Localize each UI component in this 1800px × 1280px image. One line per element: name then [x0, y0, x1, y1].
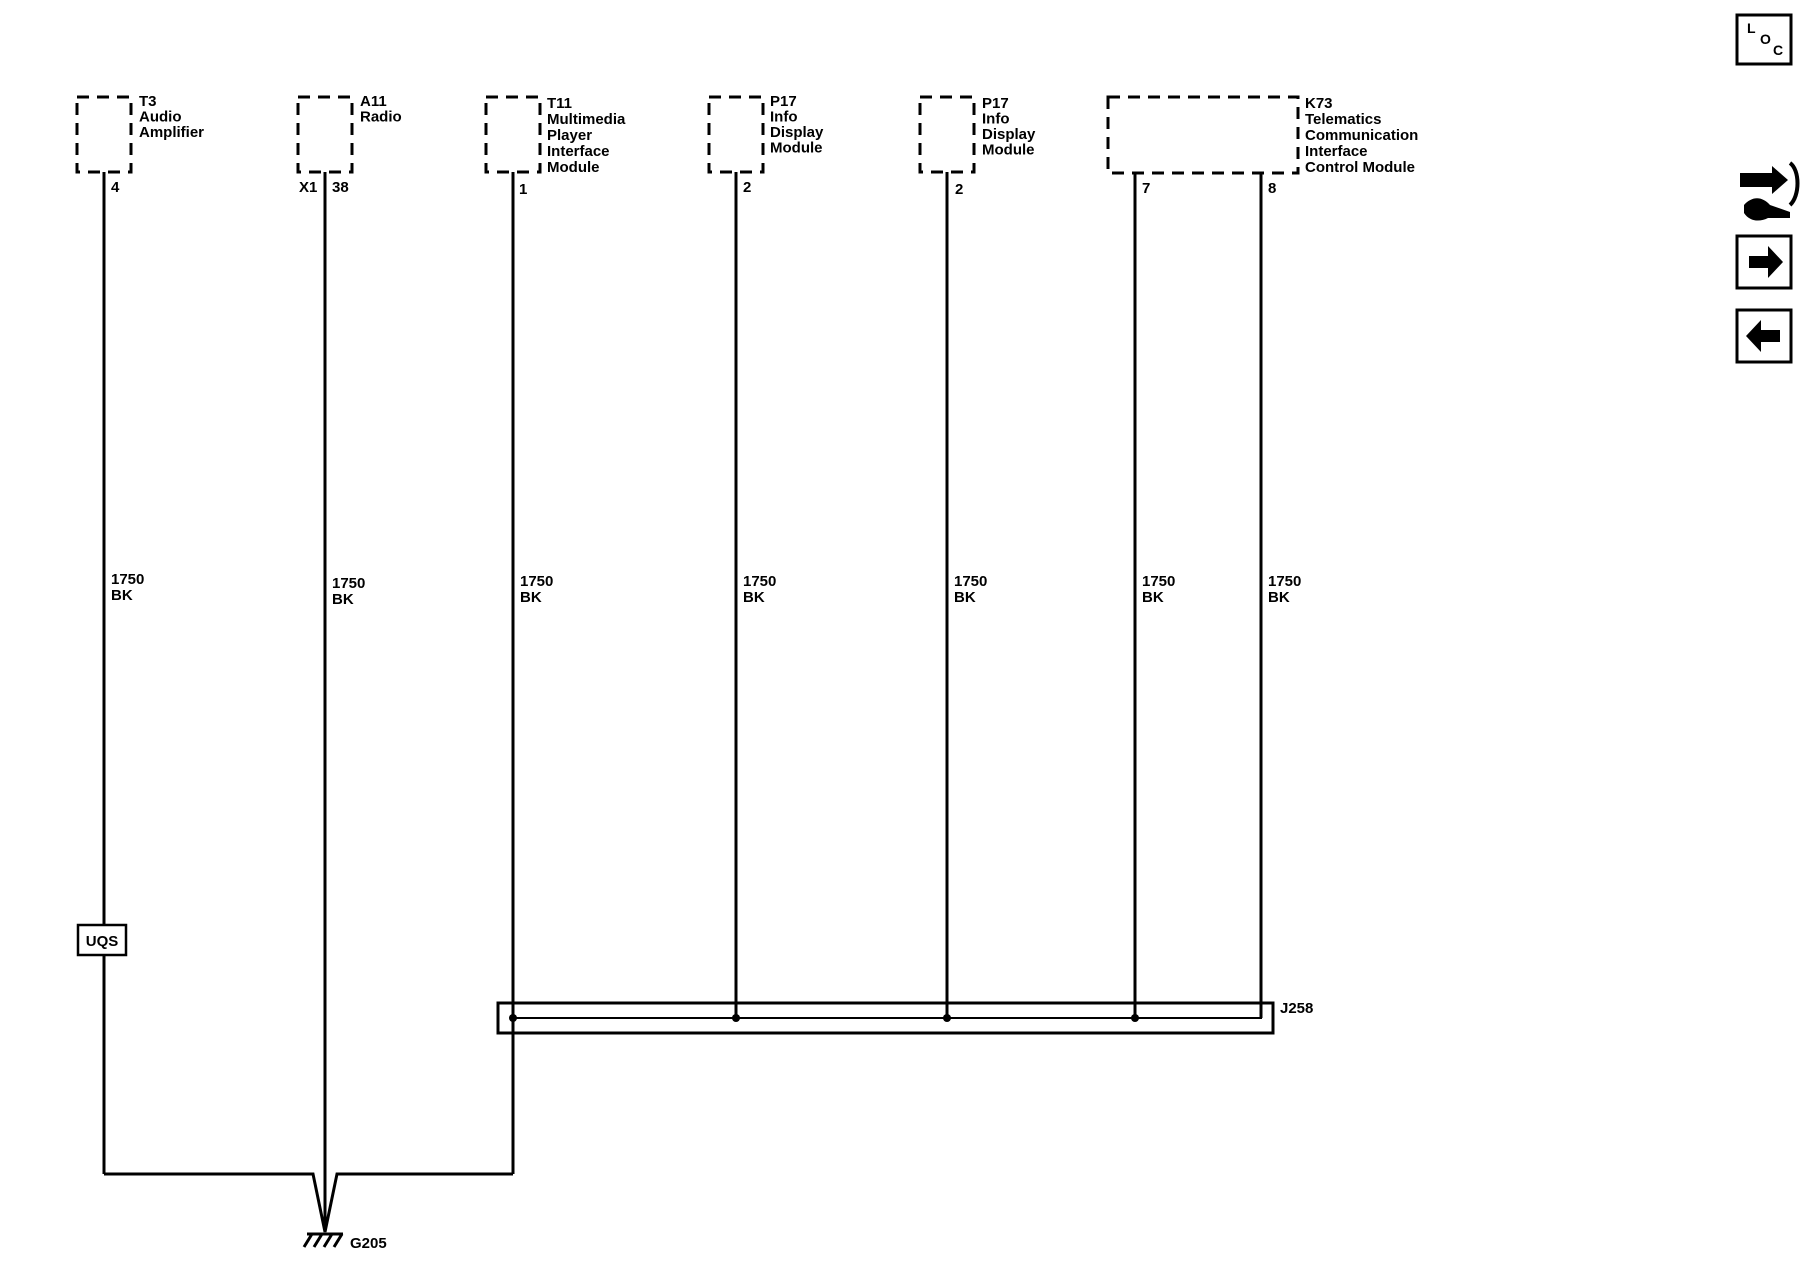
wire-label-t3: 1750 BK [111, 571, 149, 604]
connector-label-a11: X1 [299, 179, 317, 196]
component-box-t3 [75, 95, 133, 174]
wire-label-p17b: 1750 BK [954, 573, 992, 606]
component-label-k73: K73 Telematics Communication Interface C… [1305, 95, 1423, 176]
previous-page-button[interactable] [1735, 308, 1793, 364]
component-label-p17b: P17 Info Display Module [982, 95, 1040, 159]
splice-dot-p17b [943, 1014, 951, 1022]
ground-bus [104, 1172, 513, 1233]
splice-pack-j258 [496, 1001, 1275, 1035]
loc-letter-o: O [1760, 31, 1771, 47]
option-label-uqs: UQS [86, 933, 119, 950]
pin-label-a11: 38 [332, 179, 349, 196]
pin-label-k73-8: 8 [1268, 180, 1276, 197]
splice-dot-t11 [509, 1014, 517, 1022]
wire-label-a11: 1750 BK [332, 575, 370, 608]
wire-label-p17a: 1750 BK [743, 573, 781, 606]
loc-letter-l: L [1747, 20, 1756, 36]
pin-label-p17b: 2 [955, 181, 963, 198]
component-box-p17a [707, 95, 765, 174]
component-label-p17a: P17 Info Display Module [770, 93, 828, 157]
component-box-a11 [296, 95, 354, 174]
arrow-left-icon [1746, 320, 1780, 352]
pin-label-t3: 4 [111, 179, 120, 196]
component-label-t3: T3 Audio Amplifier [139, 93, 204, 141]
option-box-uqs [76, 923, 128, 957]
splice-label-j258: J258 [1280, 1000, 1313, 1017]
wire-label-k73-7: 1750 BK [1142, 573, 1180, 606]
wire-label-t11: 1750 BK [520, 573, 558, 606]
pin-label-t11: 1 [519, 181, 527, 198]
wire-label-k73-8: 1750 BK [1268, 573, 1306, 606]
splice-bar-j258 [513, 1004, 1262, 1019]
component-box-k73 [1106, 95, 1300, 175]
splice-dot-k73-7 [1131, 1014, 1139, 1022]
component-box-t11 [484, 95, 542, 174]
pin-label-p17a: 2 [743, 179, 751, 196]
ground-label-g205: G205 [350, 1235, 387, 1252]
arrow-right-icon [1749, 246, 1783, 278]
component-label-a11: A11 Radio [360, 93, 402, 126]
next-page-button[interactable] [1735, 234, 1793, 290]
component-box-p17b [918, 95, 976, 174]
pin-label-k73-7: 7 [1142, 180, 1150, 197]
harness-tools-icon[interactable] [1740, 161, 1800, 221]
loc-letter-c: C [1773, 42, 1783, 58]
ground-symbol-icon [302, 1232, 344, 1248]
loc-button[interactable]: L O C [1735, 13, 1793, 66]
component-label-t11: T11 Multimedia Player Interface Module [547, 95, 630, 176]
splice-dot-p17a [732, 1014, 740, 1022]
